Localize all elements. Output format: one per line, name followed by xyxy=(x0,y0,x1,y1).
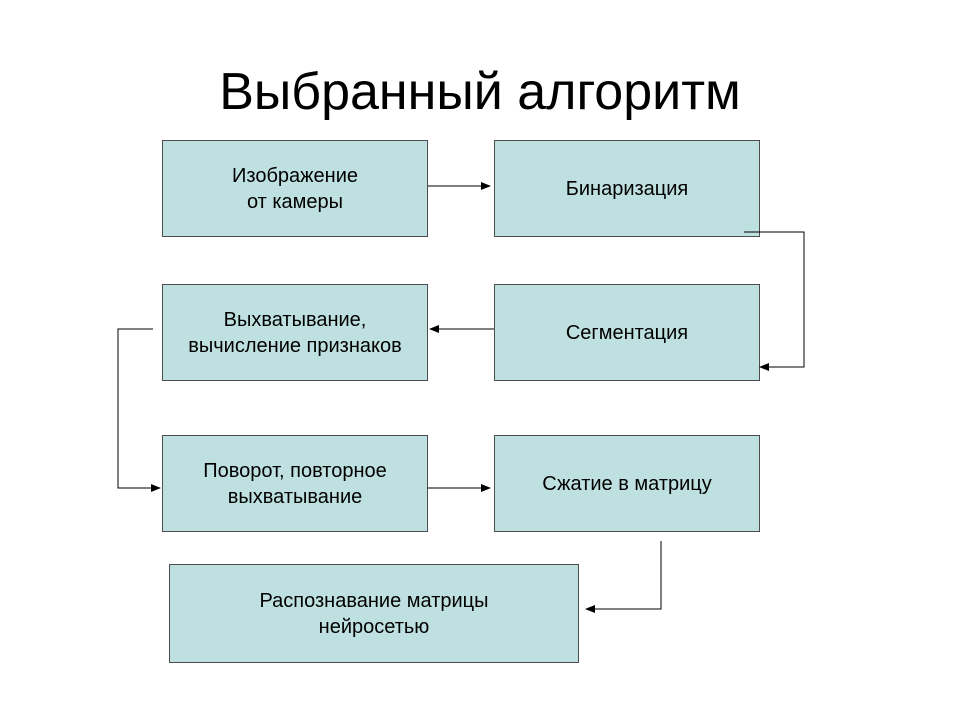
box-segmentation: Сегментация xyxy=(494,284,760,381)
arrow-extraction-to-rotation xyxy=(117,328,161,492)
box-compression: Сжатие в матрицу xyxy=(494,435,760,532)
box-binarization: Бинаризация xyxy=(494,140,760,237)
arrow-compression-to-recognition xyxy=(585,541,662,613)
arrow-binarization-to-segmentation xyxy=(744,231,805,371)
box-camera-image: Изображение от камеры xyxy=(162,140,428,237)
box-recognition: Распознавание матрицы нейросетью xyxy=(169,564,579,663)
box-rotation: Поворот, повторное выхватывание xyxy=(162,435,428,532)
diagram-title: Выбранный алгоритм xyxy=(219,63,741,121)
box-extraction: Выхватывание, вычисление признаков xyxy=(162,284,428,381)
